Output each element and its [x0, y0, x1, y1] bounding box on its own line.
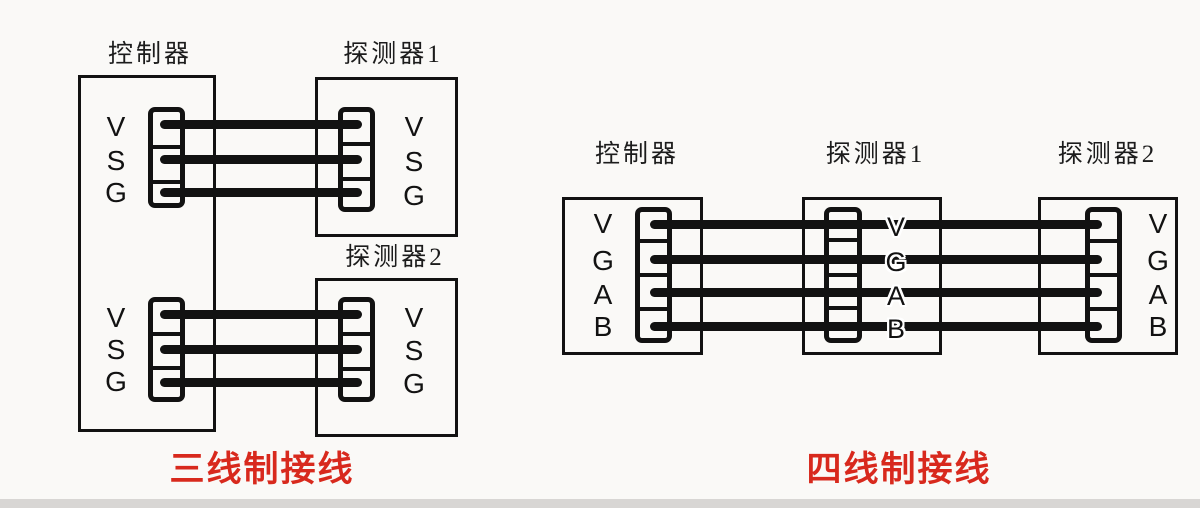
- terminal-label-b: B: [886, 314, 905, 344]
- right-detector1-label: 探测器1: [825, 141, 926, 168]
- four-wire-caption: 四线制接线: [806, 450, 992, 489]
- three-wire-caption: 三线制接线: [169, 450, 355, 489]
- terminal-label-v: V: [404, 111, 424, 142]
- terminal-label-a: A: [886, 281, 905, 311]
- terminal-label-s: S: [404, 335, 424, 366]
- wire-g-bus: [650, 255, 1102, 264]
- terminal-divider: [151, 145, 182, 149]
- wire-a-bus: [650, 288, 1102, 297]
- left-detector2-label: 探测器2: [345, 244, 445, 271]
- terminal-label-s: S: [106, 334, 126, 365]
- terminal-divider: [1088, 239, 1119, 243]
- terminal-label-v: V: [1148, 208, 1168, 239]
- terminal-label-g: G: [592, 245, 614, 276]
- wire-v-detector1: [160, 120, 362, 129]
- right-controller-label: 控制器: [594, 141, 679, 168]
- terminal-label-v: V: [404, 302, 424, 333]
- terminal-divider: [827, 238, 859, 242]
- terminal-divider: [1088, 307, 1119, 311]
- terminal-divider: [827, 273, 859, 277]
- right-detector2-terminal-block: [1085, 207, 1122, 343]
- terminal-divider: [341, 367, 372, 371]
- terminal-label-g: G: [105, 177, 127, 208]
- terminal-divider: [827, 306, 859, 310]
- terminal-divider: [341, 332, 372, 336]
- terminal-divider: [341, 177, 372, 181]
- terminal-label-g: G: [105, 366, 127, 397]
- terminal-divider: [151, 366, 182, 370]
- terminal-label-s: S: [106, 145, 126, 176]
- terminal-divider: [151, 332, 182, 336]
- terminal-label-g: G: [885, 247, 907, 277]
- terminal-label-g: G: [403, 368, 425, 399]
- terminal-divider: [638, 307, 669, 311]
- wire-g-detector2: [160, 378, 362, 387]
- terminal-divider: [341, 142, 372, 146]
- terminal-label-g: G: [403, 180, 425, 211]
- terminal-label-g: G: [1147, 245, 1169, 276]
- terminal-label-a: A: [1148, 279, 1168, 310]
- terminal-label-a: A: [593, 279, 613, 310]
- right-detector1-terminal-block: [824, 207, 862, 343]
- right-detector2-box: [1038, 197, 1178, 355]
- bottom-gray-strip: [0, 499, 1200, 508]
- right-detector2-label: 探测器2: [1057, 141, 1158, 168]
- terminal-label-v: V: [106, 111, 126, 142]
- right-controller-box: [562, 197, 703, 355]
- terminal-label-v: V: [886, 212, 905, 242]
- terminal-divider: [151, 180, 182, 184]
- wire-s-detector2: [160, 345, 362, 354]
- right-detector1-box: [802, 197, 942, 355]
- left-controller-box: [78, 75, 216, 432]
- terminal-label-b: B: [593, 311, 613, 342]
- wire-g-detector1: [160, 188, 362, 197]
- terminal-label-v: V: [106, 302, 126, 333]
- left-detector2-box: [315, 278, 458, 437]
- terminal-divider: [638, 273, 669, 277]
- wire-v-bus: [650, 220, 1102, 229]
- left-detector1-label: 探测器1: [343, 41, 443, 68]
- terminal-divider: [638, 239, 669, 243]
- terminal-label-s: S: [404, 146, 424, 177]
- wire-s-detector1: [160, 155, 362, 164]
- terminal-label-b: B: [1148, 311, 1168, 342]
- wire-b-bus: [650, 322, 1102, 331]
- terminal-divider: [1088, 273, 1119, 277]
- left-controller-label: 控制器: [107, 41, 192, 68]
- wire-v-detector2: [160, 310, 362, 319]
- right-controller-terminal-block: [635, 207, 672, 343]
- terminal-label-v: V: [593, 208, 613, 239]
